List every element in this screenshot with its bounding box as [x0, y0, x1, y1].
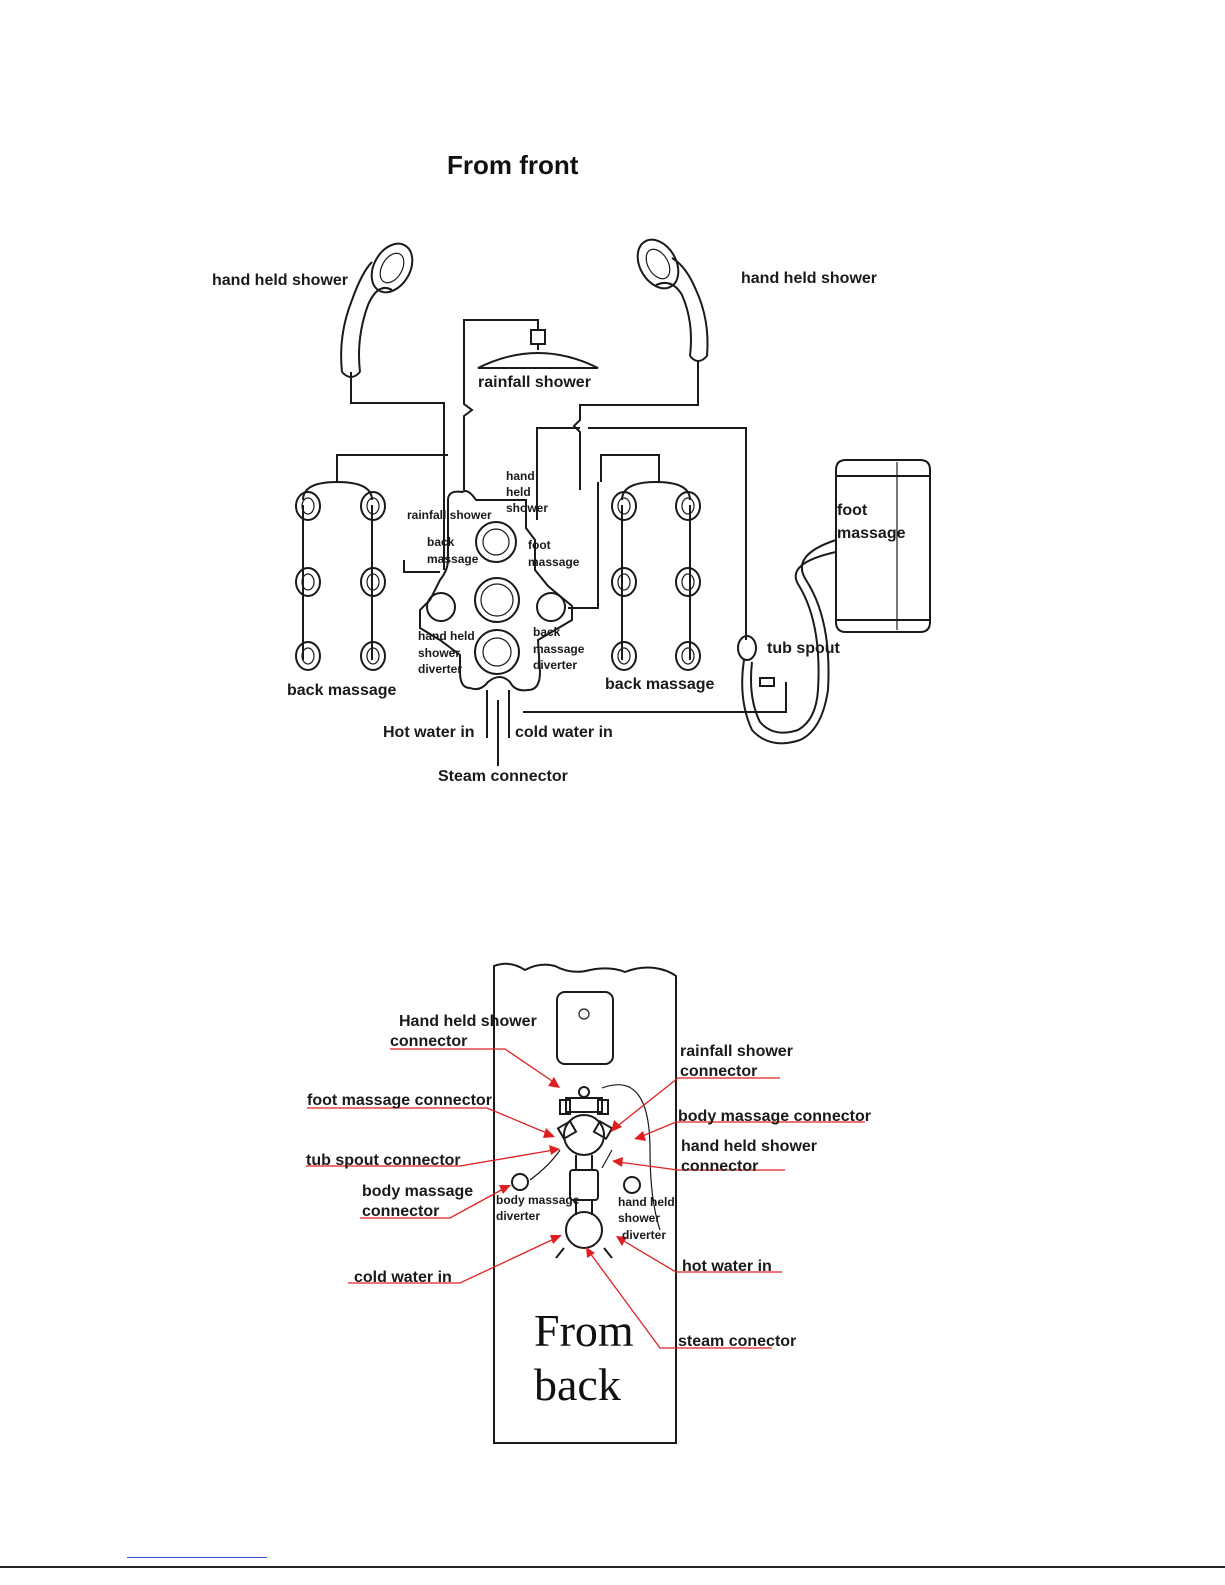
label-body-massage-connector-right: body massage connector	[678, 1108, 871, 1125]
jet-icon	[295, 567, 321, 597]
back-panel	[493, 962, 677, 1444]
jet-icon	[675, 491, 701, 521]
label-hh-connector-right-1: hand held shower	[681, 1138, 817, 1155]
label-hand-port-2: held	[506, 485, 531, 499]
back-view: Hand held shower connector rainfall show…	[306, 962, 871, 1444]
label-back-massage-left: back massage	[287, 682, 397, 699]
front-title: From front	[447, 150, 579, 180]
left-massage-jets	[295, 480, 386, 671]
label-bm-diverter-1: back	[533, 625, 561, 639]
label-cold-water-in: cold water in	[515, 724, 613, 741]
label-steam-connector: Steam connector	[438, 768, 568, 785]
label-bm-diverter-2: massage	[533, 642, 585, 656]
label-hand-held-shower-left: hand held shower	[212, 272, 348, 289]
foot-massage-unit	[835, 459, 931, 633]
label-hand-held-shower-right: hand held shower	[741, 270, 877, 287]
jet-icon	[360, 491, 386, 521]
tub-spout-hose	[737, 539, 837, 745]
left-diverter-fitting	[511, 1173, 529, 1191]
back-title-line2: back	[534, 1359, 621, 1410]
footer-link-underline	[127, 1557, 267, 1558]
label-hh-diverter-back-3: diverter	[622, 1228, 666, 1242]
jet-icon	[611, 567, 637, 597]
right-hand-shower-icon	[636, 238, 709, 362]
back-manifold	[511, 1084, 661, 1259]
label-foot-massage-2: massage	[837, 525, 906, 542]
jet-icon	[360, 567, 386, 597]
label-steam-connector-back: steam conector	[678, 1333, 796, 1350]
label-hh-diverter-1: hand held	[418, 629, 475, 643]
footer-rule	[0, 1566, 1225, 1568]
label-body-massage-connector-left-1: body massage	[362, 1183, 473, 1200]
jet-icon	[295, 641, 321, 671]
jet-icon	[295, 491, 321, 521]
label-hot-water-in: Hot water in	[383, 724, 475, 741]
label-body-massage-connector-left-2: connector	[362, 1203, 439, 1220]
right-massage-jets	[611, 480, 701, 671]
label-foot-massage-1: foot	[837, 502, 868, 519]
label-foot-massage-connector: foot massage connector	[307, 1092, 492, 1109]
label-rainfall-connector-1: rainfall shower	[680, 1043, 793, 1060]
label-hh-diverter-back-2: shower	[618, 1211, 660, 1225]
label-hh-diverter-3: diverter	[418, 662, 462, 676]
jet-icon	[675, 641, 701, 671]
left-diverter-knob	[426, 592, 456, 622]
diverter-top-knob	[475, 521, 517, 563]
label-hand-port-1: hand	[506, 469, 535, 483]
label-hand-port-3: shower	[506, 501, 548, 515]
label-back-port-1: back	[427, 535, 455, 549]
front-piping	[336, 319, 787, 766]
front-control-body	[419, 490, 573, 692]
tub-spout-icon	[737, 635, 757, 661]
label-hand-held-connector-1: Hand held shower	[399, 1013, 537, 1030]
label-rainfall-connector-2: connector	[680, 1063, 757, 1080]
label-hh-diverter-back-1: hand held	[618, 1195, 675, 1209]
jet-icon	[611, 641, 637, 671]
access-plate	[556, 991, 614, 1065]
label-hh-connector-right-2: connector	[681, 1158, 758, 1175]
jet-icon	[360, 641, 386, 671]
left-hand-shower-icon	[340, 242, 414, 378]
label-foot-port-2: massage	[528, 555, 580, 569]
front-view: From front hand held shower hand held sh…	[212, 150, 931, 785]
label-bm-diverter-3: diverter	[533, 658, 577, 672]
label-body-massage-diverter-1: body massage	[496, 1193, 580, 1207]
rainfall-shower-icon	[477, 329, 599, 369]
back-title-line1: From	[534, 1305, 634, 1356]
jet-icon	[675, 567, 701, 597]
jet-icon	[611, 491, 637, 521]
label-back-massage-right: back massage	[605, 676, 715, 693]
label-cold-water-in-back: cold water in	[354, 1269, 452, 1286]
label-rainfall-port: rainfall shower	[407, 508, 492, 522]
label-tub-spout-connector: tub spout connector	[306, 1152, 461, 1169]
label-hot-water-in-back: hot water in	[682, 1258, 772, 1275]
mixer-knob	[474, 629, 520, 675]
back-leaders	[306, 1048, 865, 1349]
right-diverter-knob	[536, 592, 566, 622]
label-hh-diverter-2: shower	[418, 646, 460, 660]
label-back-port-2: massage	[427, 552, 479, 566]
thermostat-knob	[474, 577, 520, 623]
label-foot-port-1: foot	[528, 538, 551, 552]
label-tub-spout: tub spout	[767, 640, 841, 657]
right-diverter-fitting	[623, 1176, 641, 1194]
label-hand-held-connector-2: connector	[390, 1033, 467, 1050]
label-body-massage-diverter-2: diverter	[496, 1209, 540, 1223]
label-rainfall-shower: rainfall shower	[478, 374, 591, 391]
